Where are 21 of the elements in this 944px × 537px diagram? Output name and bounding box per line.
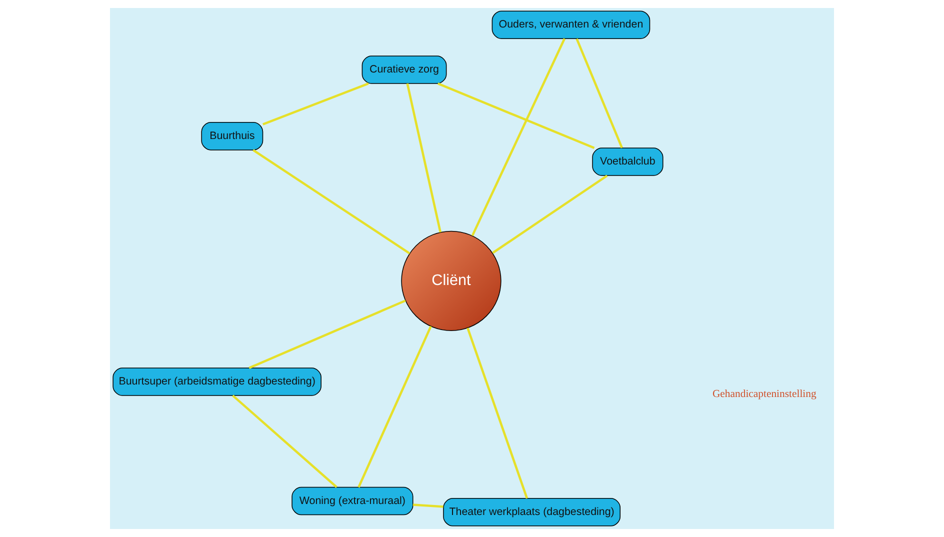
connector [471,38,566,236]
connector [412,504,444,508]
connector [358,326,432,488]
node-circle: Cliënt [401,230,502,332]
node-box: Curatieve zorg [362,56,447,84]
label: Gehandicapteninstelling [712,388,816,400]
node-box: Buurthuis [201,122,264,150]
connector [406,83,442,232]
connector [248,300,406,369]
node-box: Woning (extra-muraal) [292,486,414,516]
node-box: Buurtsuper (arbeidsmatige dagbesteding) [112,368,322,396]
node-box: Theater werkplaats (dagbesteding) [443,498,621,526]
connector [252,149,410,254]
node-box: Voetbalclub [592,148,664,176]
connector [438,82,595,150]
node-box: Ouders, verwanten & vrienden [492,10,650,39]
connector [262,82,369,126]
connector [466,328,528,499]
connector [492,174,608,254]
connector [576,38,624,148]
connector [232,394,338,488]
